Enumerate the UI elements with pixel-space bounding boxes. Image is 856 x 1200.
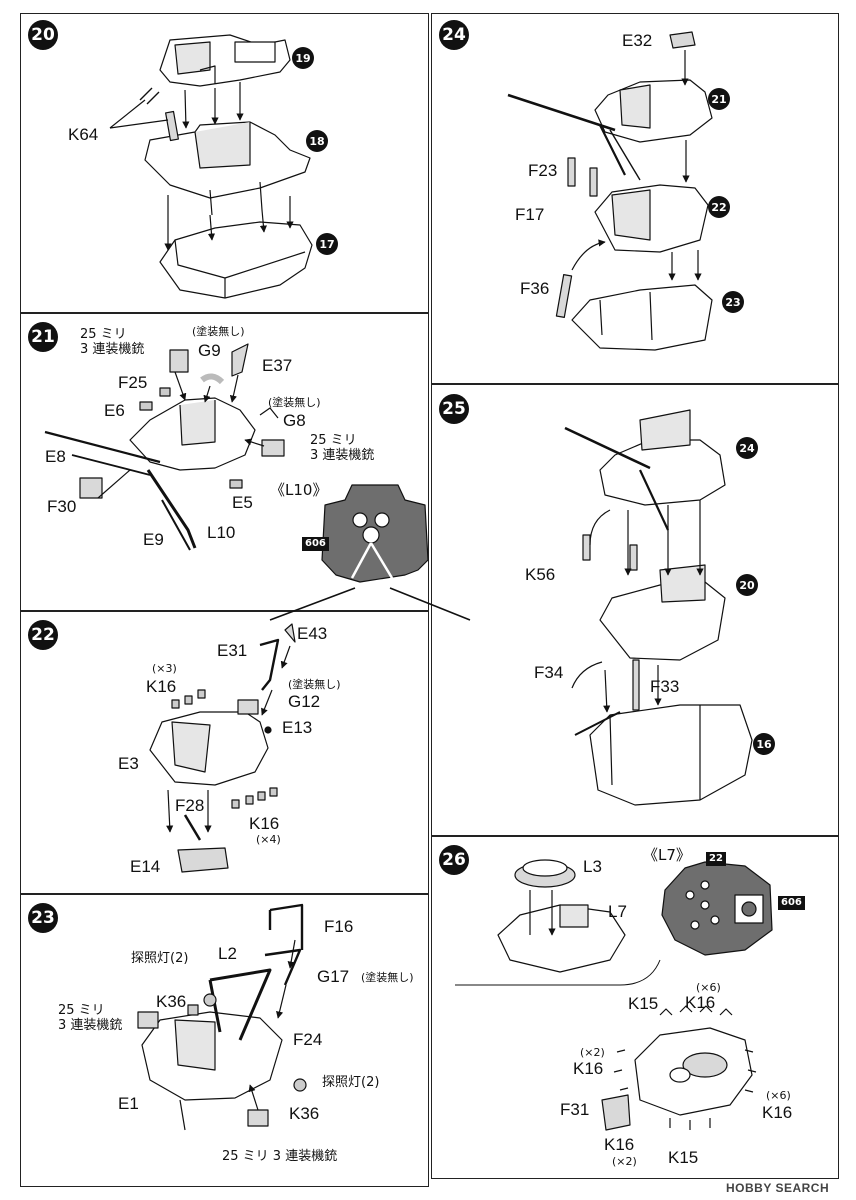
label-f30: F30 [47, 497, 77, 516]
label-e13: E13 [282, 718, 313, 737]
label-f28: F28 [175, 796, 205, 815]
step-20-art [109, 34, 313, 299]
ref-part-17: 17 [316, 233, 338, 255]
label-k36-a: K36 [156, 992, 187, 1011]
step-23-art [137, 903, 307, 1131]
label-f16: F16 [324, 917, 354, 936]
ref-part-22: 22 [708, 196, 730, 218]
label-k15-b: K15 [668, 1148, 699, 1167]
label-k16-a: K16 [146, 677, 177, 696]
note-no-paint-c: (塗装無し) [288, 678, 341, 691]
label-f31: F31 [560, 1100, 590, 1119]
label-e3: E3 [118, 754, 139, 773]
label-e37: E37 [262, 356, 293, 375]
detail-title-l7: 《L7》 [643, 846, 691, 864]
step-22-art [149, 623, 296, 873]
color-code-606-a: 606 [302, 537, 329, 551]
label-l2: L2 [218, 944, 237, 963]
label-f33: F33 [650, 677, 680, 696]
label-f25: F25 [118, 373, 148, 392]
label-e8: E8 [45, 447, 66, 466]
step-24-art [507, 31, 713, 351]
label-l7: L7 [608, 902, 627, 921]
detail-title-l10: 《L10》 [270, 481, 328, 499]
note-aa-gun-d: 25 ミリ 3 連装機銃 [222, 1149, 338, 1164]
label-k16-b: K16 [249, 814, 280, 833]
color-code-606-b: 606 [778, 896, 805, 910]
label-e32: E32 [622, 31, 653, 50]
note-searchlight-b: 探照灯(2) [322, 1075, 380, 1090]
note-qty-x3: (×3) [152, 662, 177, 675]
note-qty-x6-b: (×6) [766, 1089, 791, 1102]
label-k16-f: K16 [604, 1135, 635, 1154]
label-g12: G12 [288, 692, 321, 711]
note-no-paint-d: (塗装無し) [361, 971, 414, 984]
label-g17: G17 [317, 967, 350, 986]
label-f23: F23 [528, 161, 558, 180]
ref-part-23: 23 [722, 291, 744, 313]
label-e43: E43 [297, 624, 328, 643]
ref-part-16: 16 [753, 733, 775, 755]
label-k36-b: K36 [289, 1104, 320, 1123]
label-f34: F34 [534, 663, 564, 682]
label-f24: F24 [293, 1030, 323, 1049]
label-e6: E6 [104, 401, 125, 420]
step-20-number: 20 [28, 20, 58, 50]
label-e31: E31 [217, 641, 248, 660]
label-l10: L10 [207, 523, 236, 542]
step-23-number: 23 [28, 903, 58, 933]
note-aa-gun-a: 25 ミリ 3 連装機銃 [80, 327, 145, 357]
label-k56: K56 [525, 565, 556, 584]
note-qty-x4: (×4) [256, 833, 281, 846]
note-qty-x2-b: (×2) [612, 1155, 637, 1168]
note-aa-gun-c: 25 ミリ 3 連装機銃 [58, 1003, 123, 1033]
label-l3: L3 [583, 857, 602, 876]
note-no-paint-a: (塗装無し) [192, 325, 245, 338]
label-k16-c: K16 [685, 993, 716, 1012]
step-21-number: 21 [28, 322, 58, 352]
note-qty-x6-a: (×6) [696, 981, 721, 994]
ref-part-24: 24 [736, 437, 758, 459]
label-k64: K64 [68, 125, 99, 144]
label-e5: E5 [232, 493, 253, 512]
label-g9: G9 [198, 341, 221, 360]
note-aa-gun-b: 25 ミリ 3 連装機銃 [310, 433, 375, 463]
step-25-art [564, 409, 753, 806]
label-k15-a: K15 [628, 994, 659, 1013]
note-searchlight-a: 探照灯(2) [131, 951, 189, 966]
step-26-panel [431, 836, 839, 1179]
label-k16-d: K16 [573, 1059, 604, 1078]
label-e14: E14 [130, 857, 161, 876]
label-g8: G8 [283, 411, 306, 430]
ref-part-20: 20 [736, 574, 758, 596]
note-qty-x2-a: (×2) [580, 1046, 605, 1059]
step-22-number: 22 [28, 620, 58, 650]
label-f36: F36 [520, 279, 550, 298]
step-25-number: 25 [439, 394, 469, 424]
ref-part-18: 18 [306, 130, 328, 152]
label-e9: E9 [143, 530, 164, 549]
label-k16-e: K16 [762, 1103, 793, 1122]
step-21-art [44, 343, 471, 621]
step-26-number: 26 [439, 845, 469, 875]
color-code-22: 22 [706, 852, 726, 866]
label-e1: E1 [118, 1094, 139, 1113]
ref-part-19: 19 [292, 47, 314, 69]
watermark-text: HOBBY SEARCH [726, 1181, 830, 1195]
note-no-paint-b: (塗装無し) [268, 396, 321, 409]
ref-part-21: 21 [708, 88, 730, 110]
step-24-number: 24 [439, 20, 469, 50]
label-f17: F17 [515, 205, 545, 224]
step-26-art [455, 859, 773, 1131]
